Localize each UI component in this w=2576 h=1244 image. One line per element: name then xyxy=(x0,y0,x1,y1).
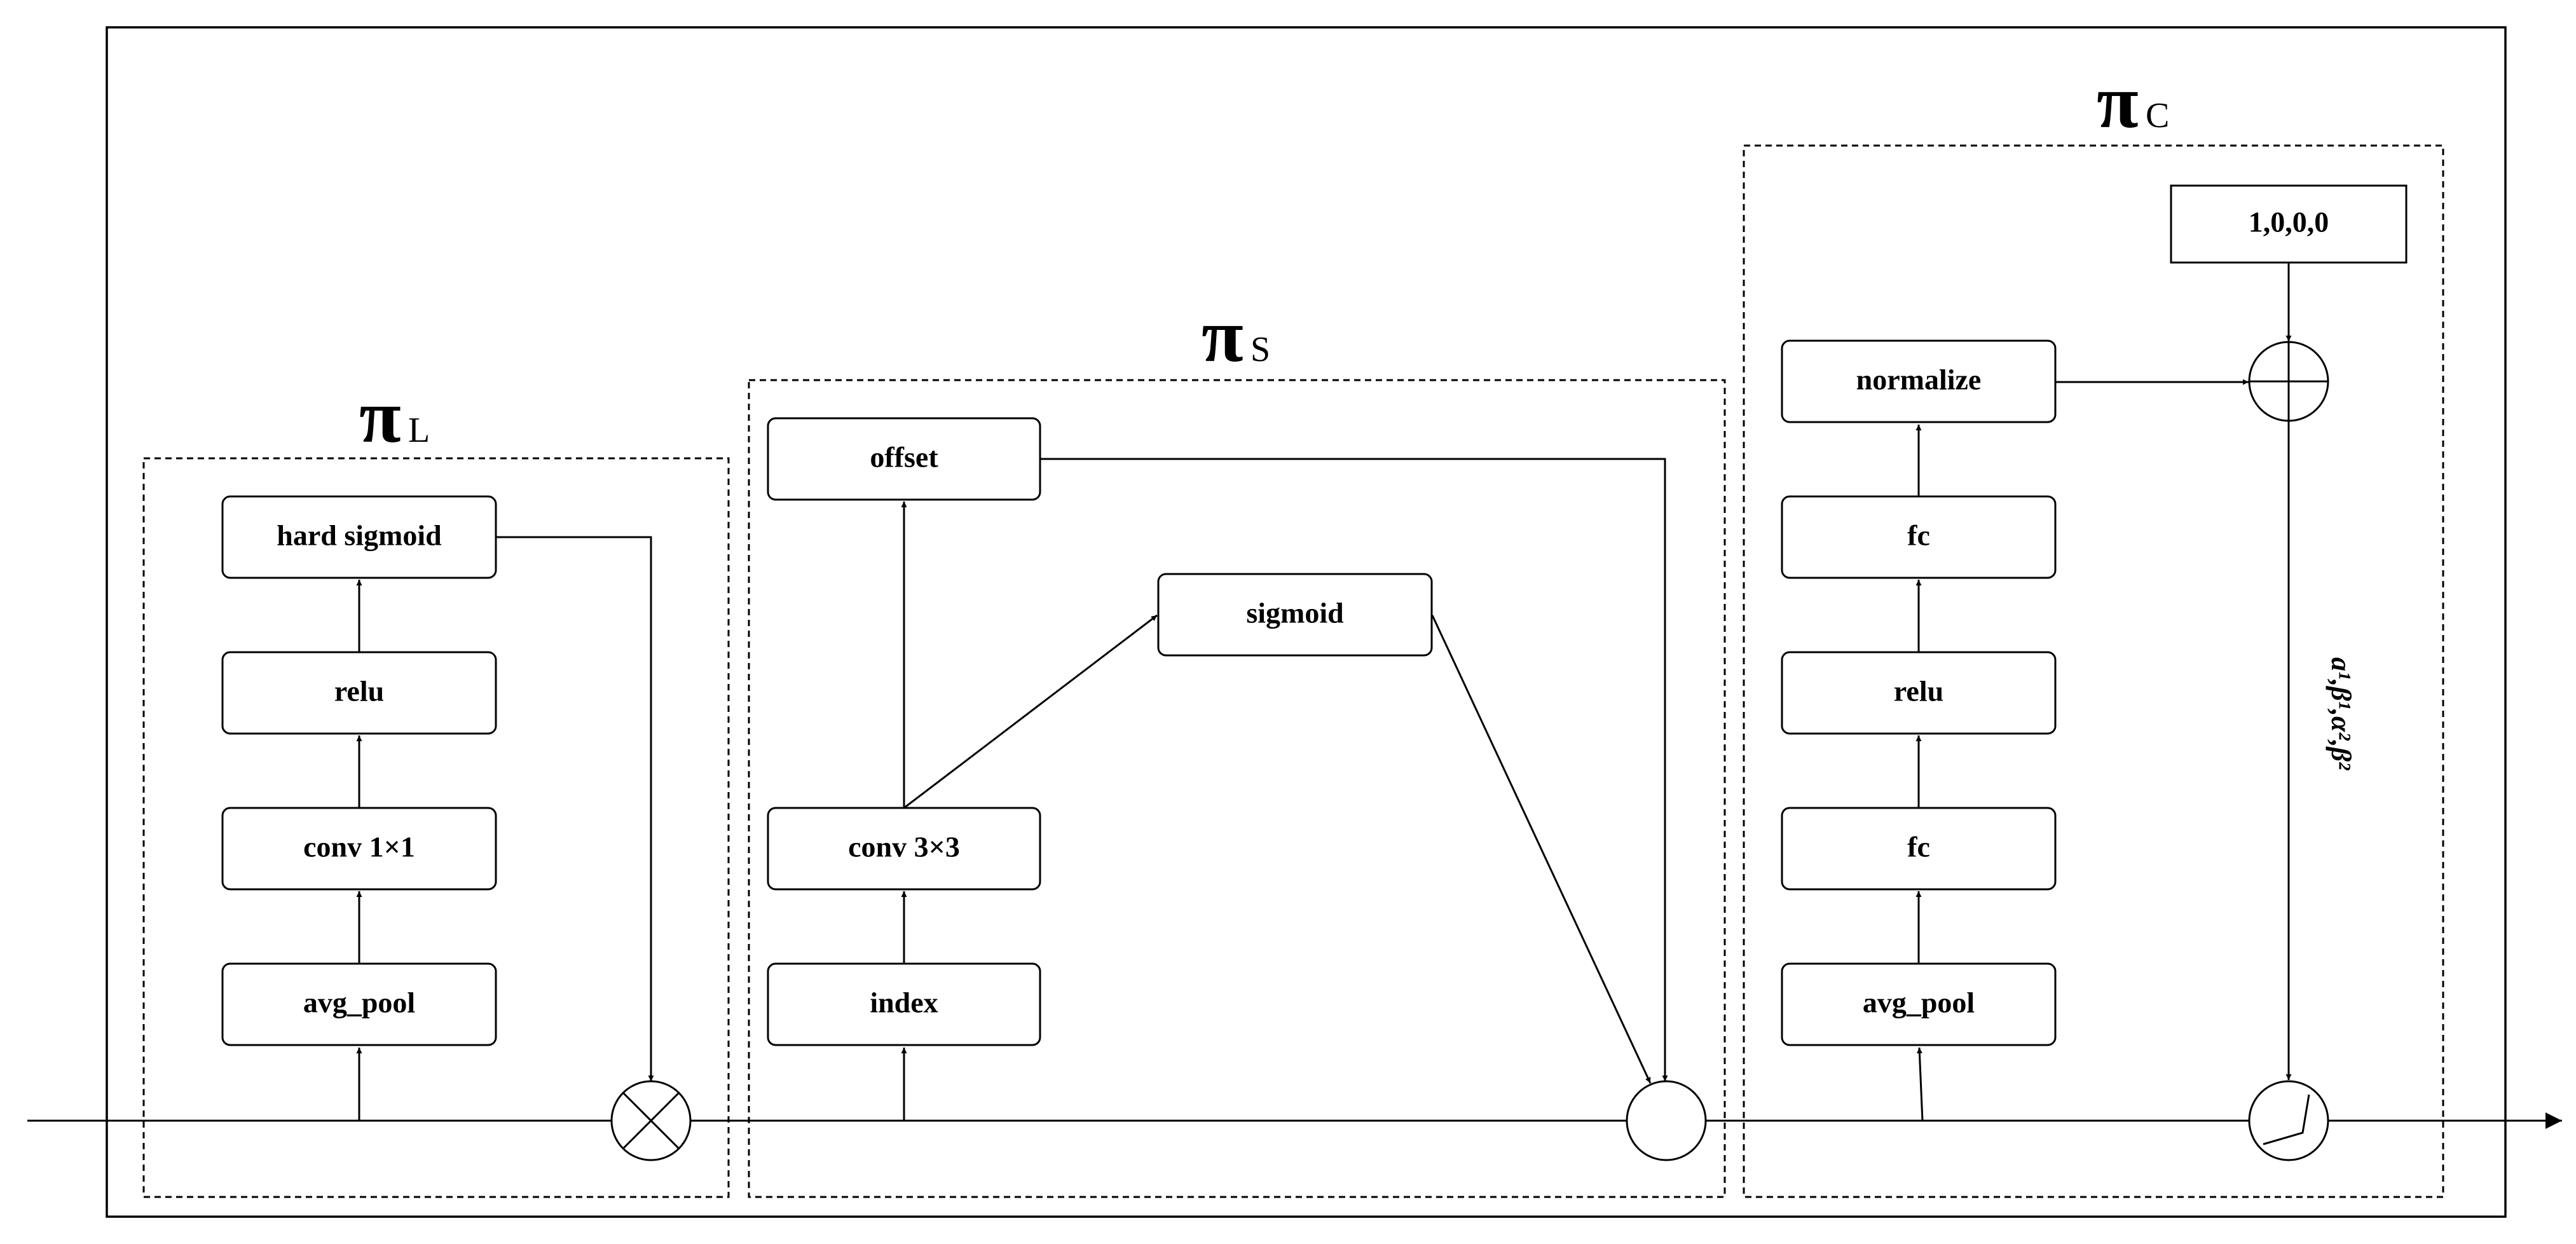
pi-subscript: C xyxy=(2146,96,2169,135)
node-label: sigmoid xyxy=(1246,597,1344,629)
add-operator-icon xyxy=(2248,341,2329,422)
pi-symbol: π xyxy=(1202,293,1243,378)
node-label: fc xyxy=(1907,831,1930,863)
node-c-constant: 1,0,0,0 xyxy=(2170,184,2408,264)
node-c-relu: relu xyxy=(1781,651,2057,735)
pi-subscript: S xyxy=(1250,330,1270,369)
node-s-sigmoid: sigmoid xyxy=(1157,573,1433,657)
node-label: 1,0,0,0 xyxy=(2249,206,2329,238)
group-title-pi-s: π S xyxy=(1202,293,1270,378)
pi-symbol: π xyxy=(359,374,401,458)
node-label: avg_pool xyxy=(1863,987,1975,1019)
dynamic-activation-icon xyxy=(2248,1080,2329,1161)
node-label: conv 3×3 xyxy=(848,831,960,863)
node-s-offset: offset xyxy=(767,417,1041,501)
group-title-pi-c: π C xyxy=(2097,59,2169,144)
pi-subscript: L xyxy=(408,411,430,450)
node-label: conv 1×1 xyxy=(303,831,415,863)
node-s-conv-3x3: conv 3×3 xyxy=(767,807,1041,891)
group-box-pi-c xyxy=(1743,144,2444,1198)
node-label: relu xyxy=(334,675,384,707)
node-s-index: index xyxy=(767,962,1041,1046)
node-l-relu: relu xyxy=(221,651,497,735)
multiply-operator-icon xyxy=(610,1080,692,1161)
node-label: index xyxy=(870,987,938,1019)
node-label: hard sigmoid xyxy=(277,519,442,552)
pi-symbol: π xyxy=(2097,59,2139,144)
edge-s-sigmoid-to-output xyxy=(1431,615,1652,1084)
node-l-avg-pool: avg_pool xyxy=(221,962,497,1046)
group-box-pi-s xyxy=(748,379,1726,1198)
group-box-pi-l xyxy=(142,457,730,1198)
node-l-hard-sigmoid: hard sigmoid xyxy=(221,495,497,579)
edge-c-input-to-avgpool xyxy=(1916,1047,1924,1121)
edge-s-conv-to-sigmoid xyxy=(903,614,1158,809)
edge-s-offset-to-output xyxy=(1041,458,1668,1081)
group-title-pi-l: π L xyxy=(359,374,430,458)
node-label: relu xyxy=(1894,675,1943,707)
node-c-fc-1: fc xyxy=(1781,807,2057,891)
node-label: offset xyxy=(870,441,938,474)
node-c-avg-pool: avg_pool xyxy=(1781,962,2057,1046)
node-label: normalize xyxy=(1856,364,1982,396)
node-l-conv-1x1: conv 1×1 xyxy=(221,807,497,891)
params-label: a¹,β¹,α²,β² xyxy=(2326,657,2357,770)
node-c-fc-2: fc xyxy=(1781,495,2057,579)
node-label: fc xyxy=(1907,519,1930,552)
edge-l-hardsigmoid-to-multiply xyxy=(497,536,654,1081)
node-label: avg_pool xyxy=(303,987,415,1019)
node-c-normalize: normalize xyxy=(1781,339,2057,423)
outer-frame xyxy=(106,26,2507,1218)
spatial-operator-icon xyxy=(1626,1080,1707,1161)
